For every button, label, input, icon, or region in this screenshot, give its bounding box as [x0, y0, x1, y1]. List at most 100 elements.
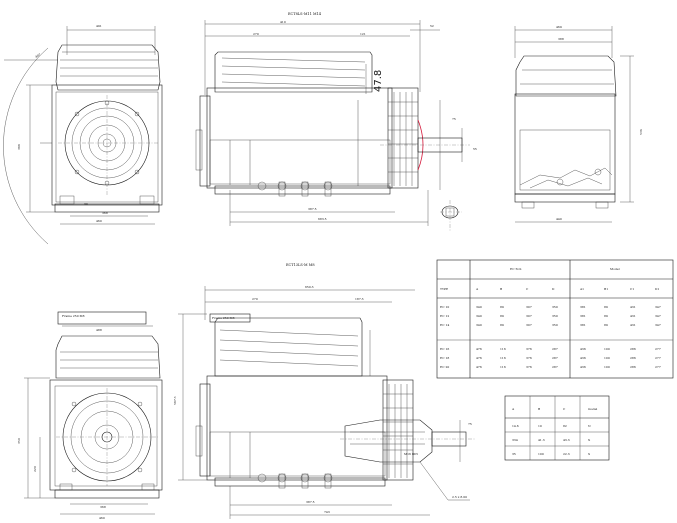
table-header-cell: model: [588, 407, 597, 411]
svg-text:488: 488: [96, 328, 102, 332]
svg-text:388: 388: [558, 37, 564, 41]
table-cell: S: [588, 452, 590, 456]
table-header-cell: A: [511, 407, 515, 411]
table-cell: 476: [476, 347, 482, 351]
table-cell: 286: [630, 347, 636, 351]
svg-text:75: 75: [452, 117, 456, 121]
table-cell: 347: [655, 305, 661, 309]
table-header-cell: D1: [655, 287, 659, 291]
svg-text:121: 121: [360, 32, 366, 36]
table-cell: 277: [655, 347, 661, 351]
table-cell: 43.3: [563, 438, 570, 442]
svg-text:M16 DIN: M16 DIN: [404, 452, 418, 456]
svg-text:30: 30: [84, 202, 88, 206]
table-cell: 431: [630, 323, 636, 327]
table-cell: 350: [552, 323, 558, 327]
svg-text:55: 55: [473, 147, 477, 151]
table-header-cell: C: [563, 407, 566, 411]
table-cell: EC 20: [440, 365, 449, 369]
svg-text:407: 407: [35, 52, 42, 58]
table-cell: X: [588, 438, 591, 442]
svg-text:270: 270: [253, 32, 259, 36]
svg-text:Frame 250 M8: Frame 250 M8: [62, 314, 85, 318]
table-header-cell: B: [500, 287, 503, 291]
table-cell: 10: [538, 424, 542, 428]
table-cell: 381: [580, 323, 586, 327]
table-cell: EC 16: [440, 347, 449, 351]
table-cell: 89: [500, 314, 504, 318]
svg-text:368: 368: [100, 505, 106, 509]
table-cell: 307: [526, 305, 532, 309]
svg-text:388: 388: [17, 144, 21, 150]
svg-text:587.3: 587.3: [173, 396, 177, 405]
table-cell: EC 18: [440, 356, 449, 360]
table-cell: 347: [655, 323, 661, 327]
table-cell: 287: [552, 347, 558, 351]
table-header-cell: A: [475, 287, 479, 291]
table-cell: N: [588, 424, 591, 428]
bottom-title: ECT13LS-M M8: [286, 263, 315, 267]
table-header-cell: D: [552, 287, 555, 291]
table-cell: 307: [526, 323, 532, 327]
table-header-cell: C1: [630, 287, 634, 291]
table-cell: 22.3: [563, 452, 570, 456]
top-front-view: 491 407 388 30 368 4: [3, 24, 163, 245]
table-cell: 100: [604, 365, 610, 369]
table-cell: 381: [580, 305, 586, 309]
table-cell: 350: [552, 314, 558, 318]
table-cell: 376: [526, 365, 532, 369]
table-cell: 436: [580, 356, 586, 360]
table-cell: 89: [604, 305, 608, 309]
svg-text:368: 368: [102, 211, 108, 215]
table-cell: 277: [655, 365, 661, 369]
table-cell: 340: [476, 314, 482, 318]
table-cell: 100: [604, 356, 610, 360]
table-cell: 381: [580, 314, 586, 318]
table-cell: 476: [476, 365, 482, 369]
table-cell: 334: [512, 438, 518, 442]
table-cell: 286: [630, 365, 636, 369]
table-cell: 476: [476, 356, 482, 360]
table-cell: 431: [630, 305, 636, 309]
table-cell: 116: [500, 356, 506, 360]
table-cell: 376: [526, 347, 532, 351]
table-header-cell: B1: [604, 287, 608, 291]
table-cell: 89: [500, 305, 504, 309]
table-cell: 116: [500, 347, 506, 351]
svg-text:47.8: 47.8: [373, 70, 384, 92]
table-cell: 436: [580, 347, 586, 351]
table-cell: 277: [655, 356, 661, 360]
svg-text:683.5: 683.5: [318, 217, 327, 221]
svg-text:650.3: 650.3: [305, 285, 314, 289]
table-cell: 350: [552, 305, 558, 309]
table-cell: 82: [563, 424, 567, 428]
table-header-cell: B: [538, 407, 541, 411]
table-cell: 307: [526, 314, 532, 318]
table-cell: 286: [630, 356, 636, 360]
svg-text:469: 469: [556, 25, 562, 29]
svg-text:460: 460: [99, 516, 105, 520]
table-cell: 14.6: [512, 424, 519, 428]
svg-text:187.3: 187.3: [355, 297, 364, 301]
svg-text:2.5 x 8.00: 2.5 x 8.00: [452, 495, 467, 499]
svg-text:536: 536: [639, 129, 643, 135]
svg-text:EC 5LS: EC 5LS: [510, 267, 521, 271]
table-cell: 89: [604, 314, 608, 318]
svg-text:743: 743: [324, 510, 330, 514]
svg-text:460: 460: [96, 219, 102, 223]
table-cell: 347: [655, 314, 661, 318]
table-cell: 340: [476, 305, 482, 309]
table-cell: 35: [512, 452, 516, 456]
bottom-side-view: 650.3 270 187.3 Frame 250 M8 587.3 75 M1…: [173, 285, 475, 519]
svg-text:52: 52: [430, 24, 434, 28]
svg-text:410: 410: [280, 20, 286, 24]
table-header-cell: TYPE: [440, 287, 448, 291]
svg-text:270: 270: [252, 297, 258, 301]
svg-text:Model: Model: [610, 267, 620, 271]
svg-text:350: 350: [17, 438, 21, 444]
table-cell: 41.3: [538, 438, 545, 442]
table-cell: 436: [580, 365, 586, 369]
